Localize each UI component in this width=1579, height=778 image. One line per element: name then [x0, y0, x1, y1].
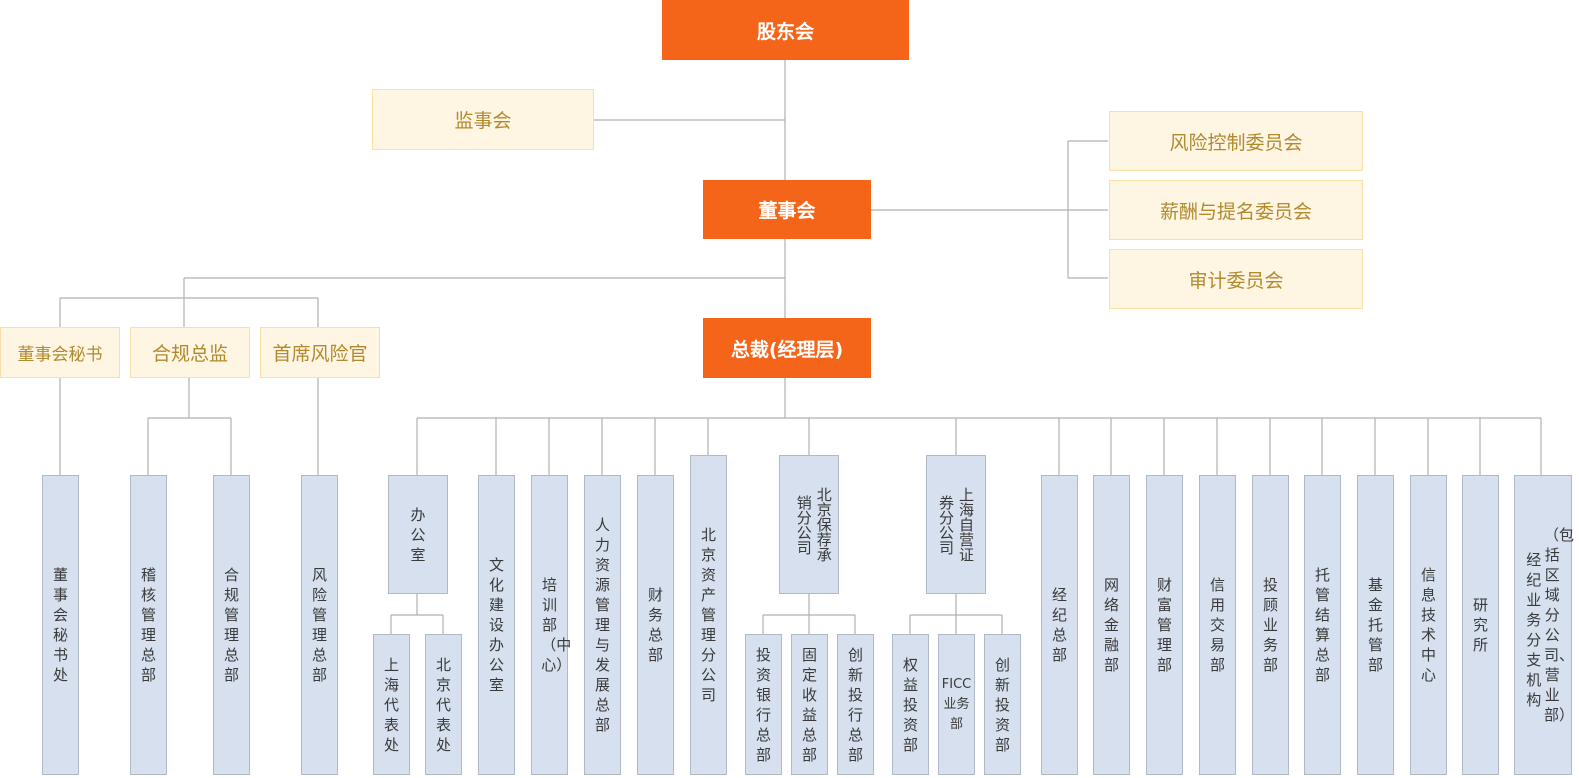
beijing-rep-office-label: 北京代表处: [435, 655, 451, 754]
brokerage-hq: 经纪总部: [1041, 475, 1078, 775]
compliance-management-hq-label: 合规管理总部: [223, 566, 239, 684]
fund-custody-dept-label: 基金托管部: [1367, 576, 1383, 674]
brokerage-hq-label: 经纪总部: [1051, 586, 1067, 664]
fixed-income-hq: 固定收益总部: [791, 634, 828, 775]
advisory-dept: 投顾业务部: [1252, 475, 1289, 775]
audit-committee-box: 审计委员会: [1109, 249, 1363, 309]
shanghai-prop-branch: 上海自营证券分公司: [926, 455, 986, 594]
president-label: 总裁(经理层): [730, 338, 844, 361]
internet-finance-dept: 网络金融部: [1093, 475, 1130, 775]
board-secretary-box: 董事会秘书: [0, 327, 120, 378]
risk-control-committee-label: 风险控制委员会: [1169, 131, 1303, 154]
risk-management-hq: 风险管理总部: [301, 475, 338, 775]
audit-management-hq: 稽核管理总部: [130, 475, 167, 775]
ficc-dept-label: FICC业务部: [941, 676, 972, 732]
beijing-sponsor-branch: 北京保荐承销分公司: [779, 455, 839, 594]
equity-investment-dept-label: 权益投资部: [902, 655, 918, 754]
beijing-rep-office: 北京代表处: [425, 634, 462, 775]
board-secretary-office: 董事会秘书处: [42, 475, 79, 775]
finance-hq-label: 财务总部: [647, 586, 663, 664]
beijing-asset-mgmt-branch-label: 北京资产管理分公司: [700, 526, 716, 704]
credit-trading-dept: 信用交易部: [1199, 475, 1236, 775]
equity-investment-dept: 权益投资部: [892, 634, 929, 775]
beijing-sponsor-branch-label: 北京保荐承销分公司: [794, 487, 833, 562]
training-dept-label: 培训部（中心）: [541, 576, 572, 674]
compliance-management-hq: 合规管理总部: [213, 475, 250, 775]
audit-management-hq-label: 稽核管理总部: [140, 566, 156, 684]
compliance-director-box: 合规总监: [130, 327, 250, 378]
remuneration-committee-box: 薪酬与提名委员会: [1109, 180, 1363, 240]
beijing-asset-mgmt-branch: 北京资产管理分公司: [690, 455, 727, 775]
office-box: 办公室: [388, 475, 448, 594]
hr-hq-label: 人力资源管理与发展总部: [594, 516, 610, 734]
wealth-management-dept: 财富管理部: [1146, 475, 1183, 775]
credit-trading-dept-label: 信用交易部: [1209, 576, 1225, 674]
research-institute-label: 研究所: [1472, 596, 1488, 654]
brokerage-branches: （包括区域分公司、营业部） 经纪业务分支机构: [1514, 475, 1575, 775]
internet-finance-dept-label: 网络金融部: [1103, 576, 1119, 674]
innovative-ib-hq: 创新投行总部: [837, 634, 874, 775]
finance-hq: 财务总部: [637, 475, 674, 775]
shanghai-rep-office: 上海代表处: [373, 634, 410, 775]
custody-settlement-hq-label: 托管结算总部: [1314, 566, 1330, 684]
fixed-income-hq-label: 固定收益总部: [801, 645, 817, 764]
shareholders-box: 股东会: [662, 0, 909, 60]
compliance-director-label: 合规总监: [151, 343, 228, 365]
brokerage-branches-note: （包括区域分公司、营业部）: [1544, 526, 1575, 724]
shanghai-rep-office-label: 上海代表处: [383, 655, 399, 754]
investment-banking-hq-label: 投资银行总部: [755, 645, 771, 764]
custody-settlement-hq: 托管结算总部: [1304, 475, 1341, 775]
chief-risk-officer-label: 首席风险官: [272, 343, 368, 365]
president-box: 总裁(经理层): [703, 318, 871, 378]
board-label: 董事会: [758, 200, 816, 222]
investment-banking-hq: 投资银行总部: [745, 634, 782, 775]
innovative-investment-dept: 创新投资部: [984, 634, 1021, 775]
remuneration-committee-label: 薪酬与提名委员会: [1159, 200, 1312, 223]
board-secretary-label: 董事会秘书: [17, 345, 103, 365]
culture-office-label: 文化建设办公室: [488, 556, 504, 694]
wealth-management-dept-label: 财富管理部: [1156, 576, 1172, 674]
brokerage-branches-label: 经纪业务分支机构: [1526, 551, 1542, 709]
culture-office: 文化建设办公室: [478, 475, 515, 775]
board-secretary-office-label: 董事会秘书处: [52, 566, 68, 684]
it-center-label: 信息技术中心: [1420, 566, 1436, 684]
board-box: 董事会: [703, 180, 871, 239]
shareholders-label: 股东会: [756, 20, 814, 43]
audit-committee-label: 审计委员会: [1188, 269, 1284, 292]
it-center: 信息技术中心: [1410, 475, 1447, 775]
supervisory-board-label: 监事会: [454, 110, 512, 132]
research-institute: 研究所: [1462, 475, 1499, 775]
fund-custody-dept: 基金托管部: [1357, 475, 1394, 775]
supervisory-board-box: 监事会: [372, 89, 594, 150]
risk-control-committee-box: 风险控制委员会: [1109, 111, 1363, 171]
training-dept: 培训部（中心）: [531, 475, 572, 775]
innovative-ib-hq-label: 创新投行总部: [847, 645, 863, 764]
shanghai-prop-branch-label: 上海自营证券分公司: [937, 487, 975, 562]
chief-risk-officer-box: 首席风险官: [260, 327, 380, 378]
risk-management-hq-label: 风险管理总部: [311, 566, 327, 684]
office-label: 办公室: [410, 505, 426, 564]
innovative-investment-dept-label: 创新投资部: [994, 655, 1010, 754]
ficc-dept: FICC业务部: [938, 634, 975, 775]
advisory-dept-label: 投顾业务部: [1262, 576, 1278, 674]
hr-hq: 人力资源管理与发展总部: [584, 475, 621, 775]
